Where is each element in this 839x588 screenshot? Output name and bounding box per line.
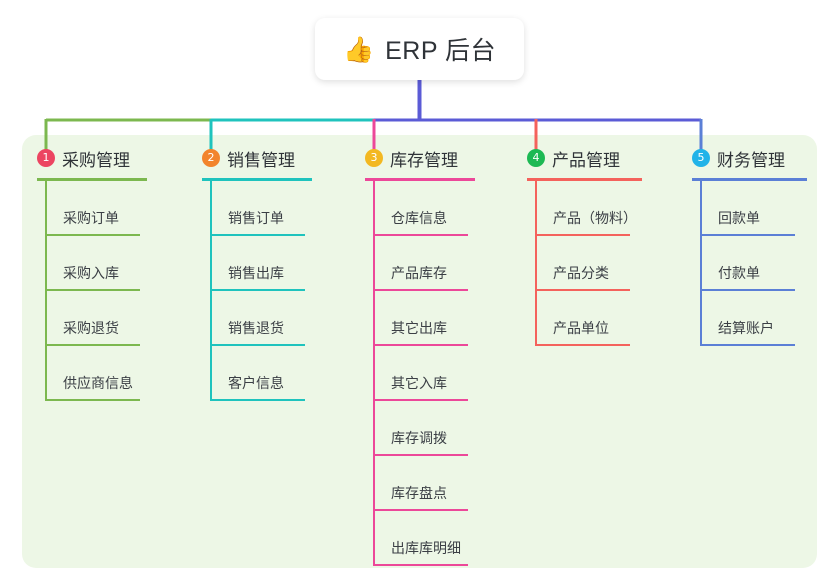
leaf-item-underline (373, 509, 468, 511)
leaf-item-label: 库存调拨 (391, 430, 447, 446)
leaf-item-label: 采购退货 (63, 320, 119, 336)
leaf-item-label: 库存盘点 (391, 485, 447, 501)
branch-header-5[interactable]: 5 财务管理 (692, 146, 785, 170)
leaf-item-label: 其它出库 (391, 320, 447, 336)
leaf-item-underline (45, 344, 140, 346)
leaf-item-label: 产品分类 (553, 265, 609, 281)
branch-number-badge: 4 (527, 149, 545, 167)
branch-column-2: 2 销售管理销售订单销售出库销售退货客户信息 (202, 146, 312, 401)
leaf-item-label: 出库库明细 (391, 540, 461, 556)
branch-header-1[interactable]: 1 采购管理 (37, 146, 130, 170)
branch-number-badge: 3 (365, 149, 383, 167)
leaf-item-label: 销售退货 (228, 320, 284, 336)
leaf-item-label: 客户信息 (228, 375, 284, 391)
leaf-item-underline (535, 289, 630, 291)
leaf-item-underline (45, 234, 140, 236)
branch-number-badge: 5 (692, 149, 710, 167)
branch-title: 销售管理 (227, 150, 295, 170)
leaf-item-label: 销售出库 (228, 265, 284, 281)
leaf-item-underline (700, 289, 795, 291)
leaf-item-underline (210, 344, 305, 346)
branch-header-3[interactable]: 3 库存管理 (365, 146, 458, 170)
branch-column-4: 4 产品管理产品（物料） 产品分类产品单位 (527, 146, 642, 346)
leaf-item-label: 销售订单 (228, 210, 284, 226)
branch-column-1: 1 采购管理采购订单采购入库采购退货供应商信息 (37, 146, 147, 401)
branch-header-2[interactable]: 2 销售管理 (202, 146, 295, 170)
branch-header-underline (37, 178, 147, 181)
branch-header-underline (692, 178, 807, 181)
branch-title: 采购管理 (62, 150, 130, 170)
leaf-item-underline (373, 399, 468, 401)
leaf-item-label: 产品单位 (553, 320, 609, 336)
leaf-item-label: 仓库信息 (391, 210, 447, 226)
leaf-item-label: 其它入库 (391, 375, 447, 391)
leaf-item-underline (373, 289, 468, 291)
leaf-item-underline (210, 234, 305, 236)
leaf-item-label: 供应商信息 (63, 375, 133, 391)
leaf-item-underline (373, 454, 468, 456)
root-node-title: ERP 后台 (385, 37, 497, 65)
branch-header-underline (527, 178, 642, 181)
branch-spine (45, 181, 47, 401)
root-node[interactable]: 👍 ERP 后台 (315, 18, 524, 80)
branch-title: 财务管理 (717, 150, 785, 170)
diagram-background-panel (22, 135, 817, 568)
branch-title: 产品管理 (552, 150, 620, 170)
leaf-item-label: 结算账户 (718, 320, 774, 336)
branch-header-4[interactable]: 4 产品管理 (527, 146, 620, 170)
thumbs-up-icon: 👍 (342, 34, 375, 64)
leaf-item-underline (45, 399, 140, 401)
leaf-item-label: 付款单 (718, 265, 760, 281)
branch-column-3: 3 库存管理仓库信息产品库存其它出库其它入库库存调拨库存盘点出库库明细 (365, 146, 475, 566)
branch-title: 库存管理 (390, 150, 458, 170)
leaf-item-label: 采购入库 (63, 265, 119, 281)
leaf-item-underline (535, 344, 630, 346)
leaf-item-underline (373, 234, 468, 236)
branch-spine (210, 181, 212, 401)
branch-spine (700, 181, 702, 346)
branch-column-5: 5 财务管理回款单付款单结算账户 (692, 146, 807, 346)
leaf-item-underline (210, 399, 305, 401)
leaf-item-label: 产品库存 (391, 265, 447, 281)
branch-header-underline (365, 178, 475, 181)
leaf-item-underline (700, 234, 795, 236)
leaf-item-underline (535, 234, 630, 236)
leaf-item-label: 采购订单 (63, 210, 119, 226)
branch-number-badge: 2 (202, 149, 220, 167)
leaf-item-underline (373, 344, 468, 346)
leaf-item-underline (373, 564, 468, 566)
branch-header-underline (202, 178, 312, 181)
leaf-item-underline (45, 289, 140, 291)
branch-spine (535, 181, 537, 346)
branch-number-badge: 1 (37, 149, 55, 167)
leaf-item-label: 回款单 (718, 210, 760, 226)
branch-spine (373, 181, 375, 566)
leaf-item-underline (700, 344, 795, 346)
leaf-item-label: 产品（物料） (553, 210, 637, 226)
leaf-item-underline (210, 289, 305, 291)
